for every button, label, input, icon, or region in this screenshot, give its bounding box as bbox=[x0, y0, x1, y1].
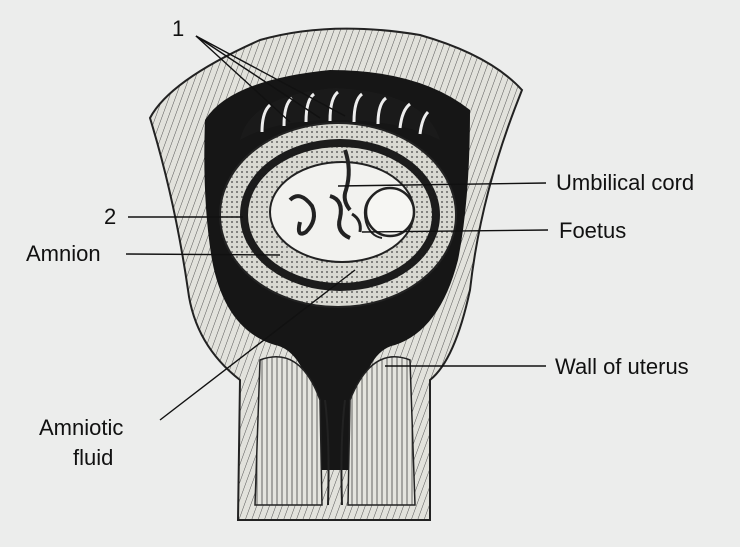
label-amniotic: Amniotic bbox=[39, 416, 123, 440]
label-2: 2 bbox=[104, 205, 116, 229]
label-1: 1 bbox=[172, 17, 184, 41]
leader-amnion bbox=[126, 254, 280, 255]
label-amnion: Amnion bbox=[26, 242, 101, 266]
label-fluid: fluid bbox=[73, 446, 113, 470]
label-foetus: Foetus bbox=[559, 219, 626, 243]
label-wall-of-uterus: Wall of uterus bbox=[555, 355, 689, 379]
label-umbilical-cord: Umbilical cord bbox=[556, 171, 694, 195]
